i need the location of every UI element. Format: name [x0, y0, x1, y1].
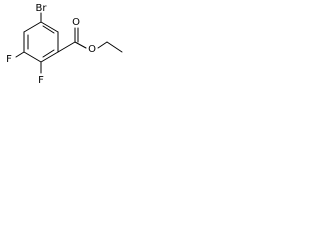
- ring-inner-bond: [42, 49, 55, 58]
- bond-o-ch2: [97, 41, 108, 49]
- ring-bond: [23, 21, 42, 33]
- bond-ch2-ch3: [106, 41, 123, 53]
- ring-bond: [40, 21, 59, 33]
- bond-c-o-ester: [74, 41, 87, 49]
- ring-bond: [40, 51, 59, 63]
- ring-bond: [23, 51, 42, 63]
- atom-label-br: Br: [36, 3, 48, 14]
- atom-label-ester-o: O: [88, 44, 96, 55]
- bond-f-left: [15, 51, 25, 58]
- chemical-structure: Br F F O O: [6, 3, 123, 86]
- atom-label-f-left: F: [6, 54, 12, 65]
- bond-carbonyl-carbon: [57, 41, 76, 53]
- atom-label-f-bottom: F: [38, 75, 44, 86]
- ring-inner-bond: [42, 25, 55, 34]
- benzene-ring: [23, 21, 59, 63]
- atom-label-carbonyl-o: O: [72, 17, 80, 28]
